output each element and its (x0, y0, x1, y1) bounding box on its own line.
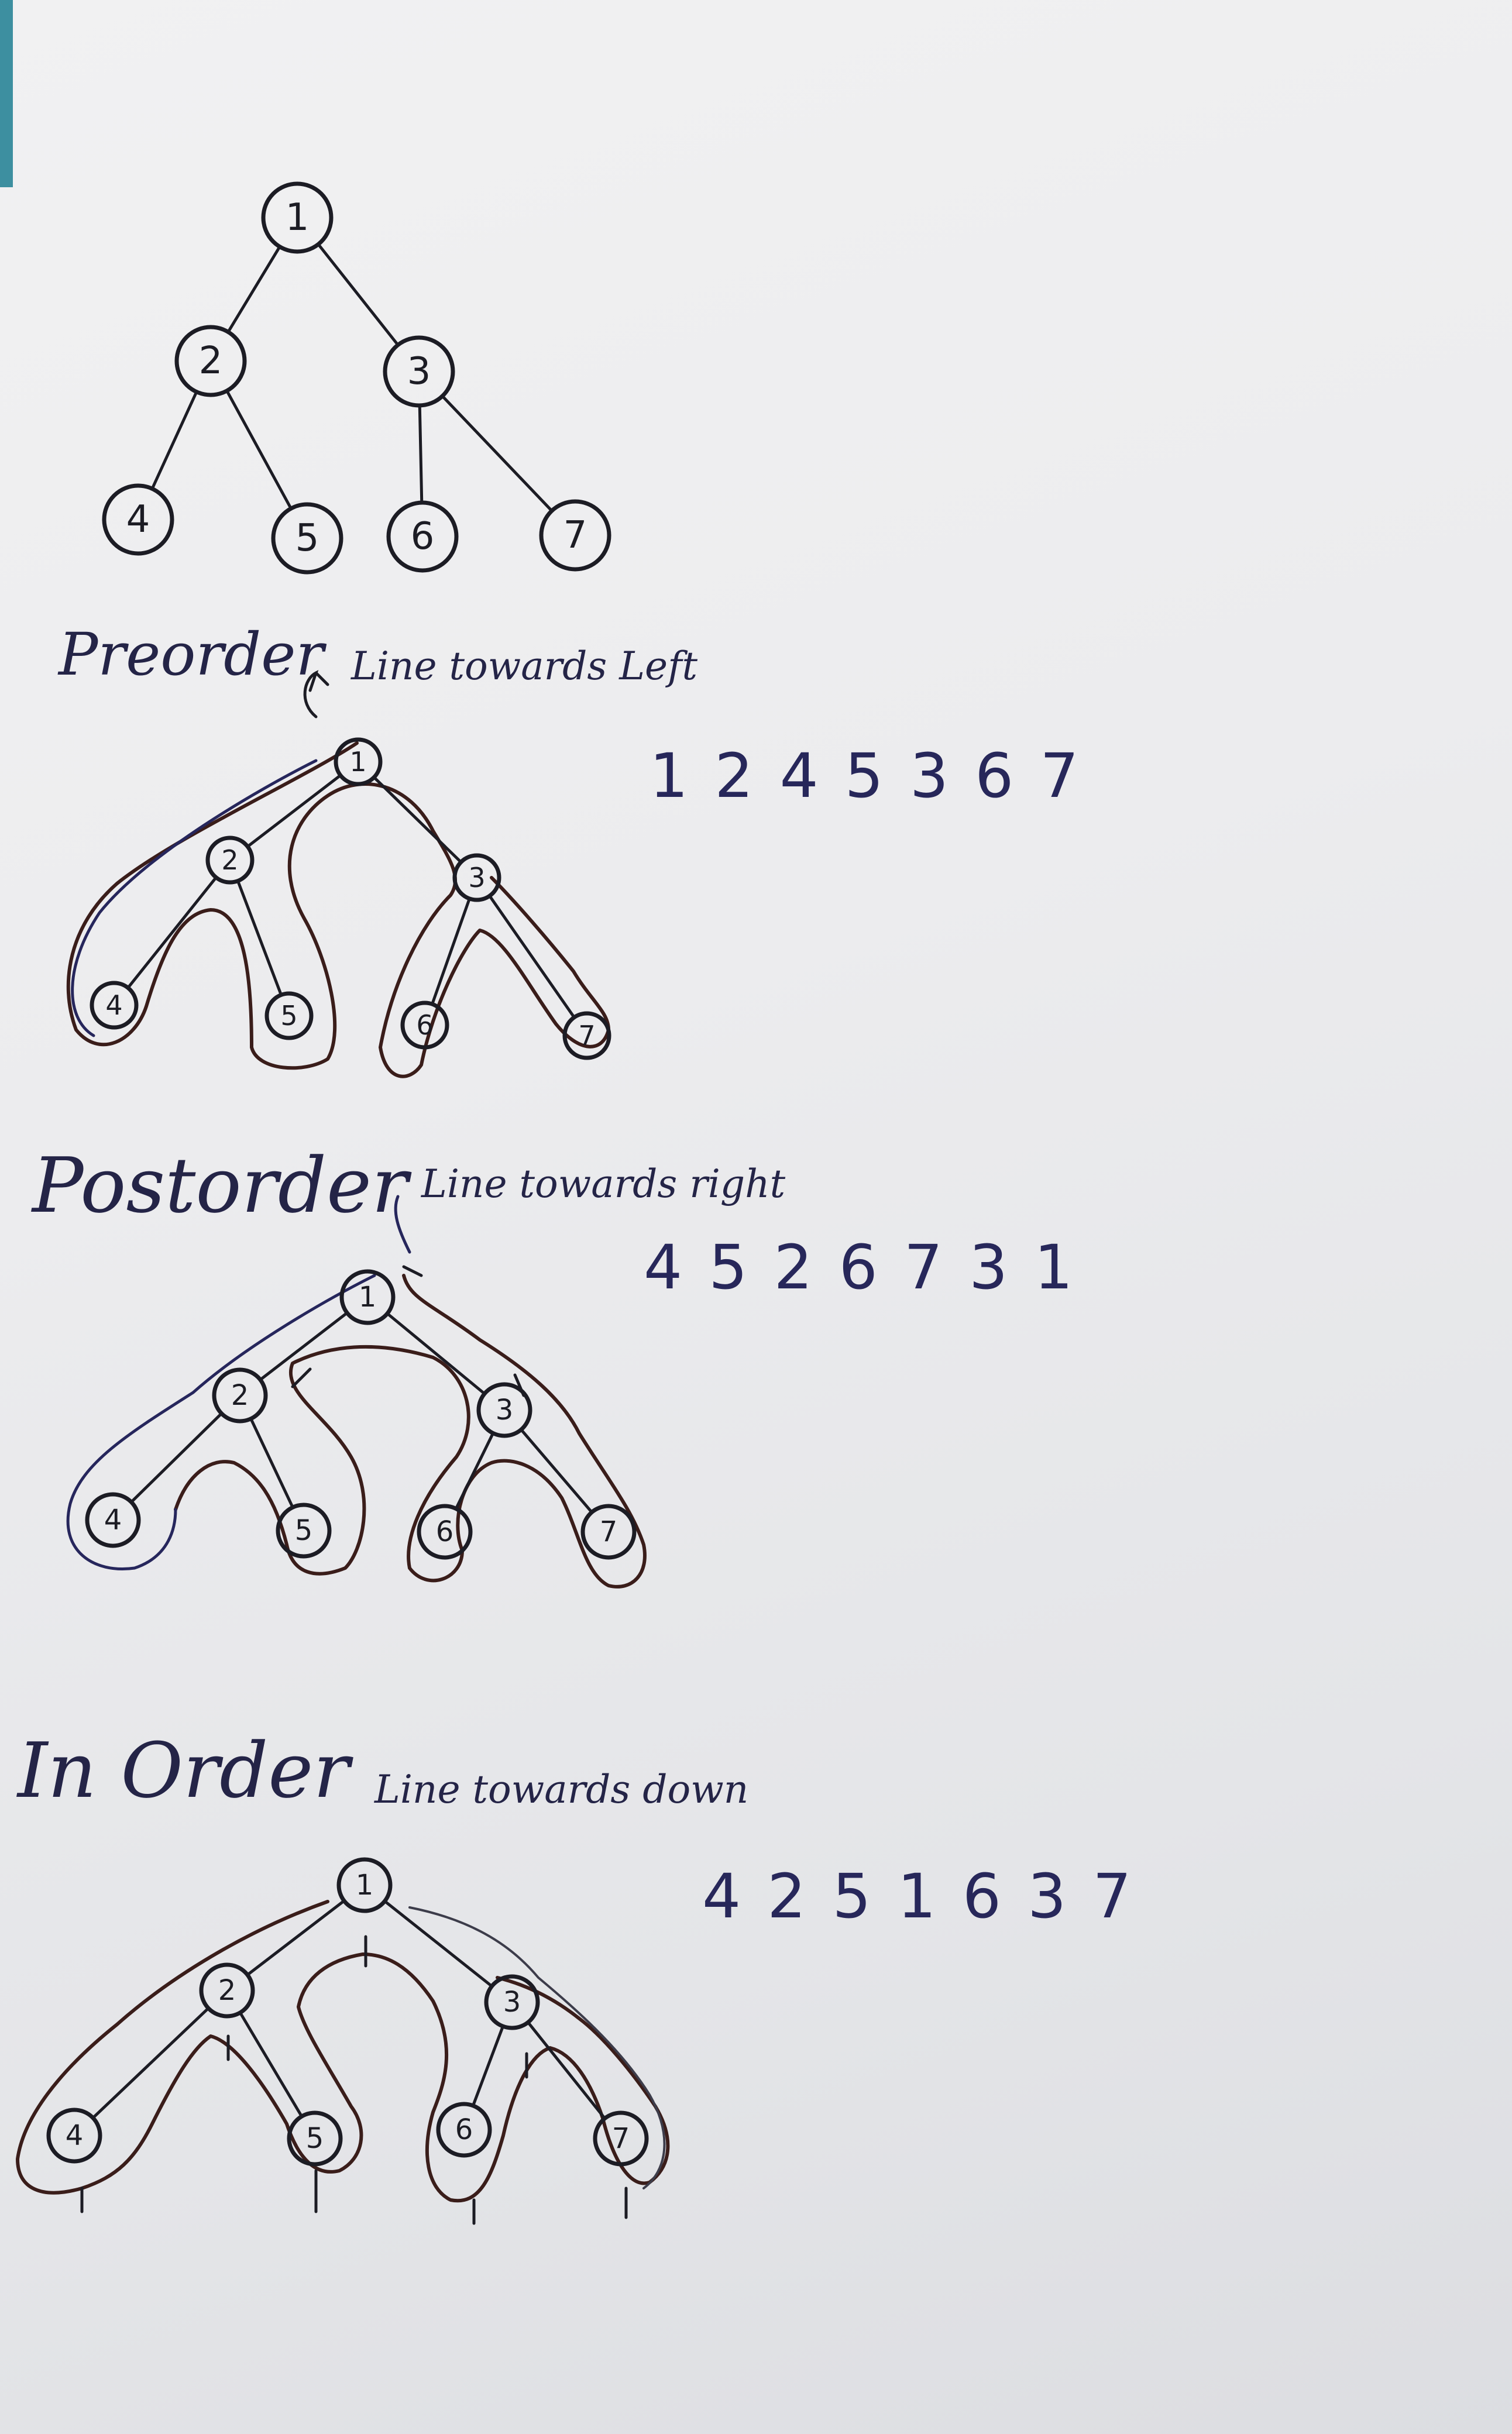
tree-edge-2-5 (225, 389, 293, 510)
tree-edge-2-5 (249, 1417, 294, 1509)
tree-edge-2-4 (129, 1412, 224, 1504)
tree-node-5 (276, 1503, 332, 1559)
tree-node-6 (386, 500, 459, 573)
tree-node-label-6: 6 (411, 515, 435, 558)
tree-node-label-6: 6 (455, 2113, 473, 2146)
tree-node-1 (339, 1269, 396, 1325)
tree-node-4 (90, 981, 139, 1030)
tree-edge-2-5 (236, 879, 283, 996)
tree-edge-1-2 (259, 1311, 349, 1381)
tree-node-2 (199, 1962, 255, 2019)
inorder-sequence: 4 2 5 1 6 3 7 (702, 1861, 1135, 1932)
tree-edge-1-2 (246, 1899, 346, 1976)
tree-edge-3-7 (441, 394, 554, 513)
tree-node-label-4: 4 (105, 989, 122, 1021)
tree-node-label-1: 1 (359, 1281, 377, 1314)
preorder-sequence: 1 2 4 5 3 6 7 (650, 740, 1083, 812)
tree-node-label-5: 5 (306, 2122, 324, 2155)
tree-node-4 (102, 483, 174, 556)
tree-edge-3-6 (418, 404, 424, 504)
preorder-tree: 1 2 3 4 5 6 7 (90, 737, 611, 1060)
tree-node-2 (212, 1367, 268, 1424)
postorder-sequence: 4 5 2 6 7 3 1 (644, 1232, 1077, 1303)
tree-node-7 (580, 1504, 637, 1560)
tree-node-5 (271, 502, 343, 575)
tree-node-label-7: 7 (612, 2122, 630, 2155)
preorder-note: Line towards Left (351, 644, 698, 689)
tree-node-4 (85, 1492, 141, 1548)
tree-node-7 (593, 2110, 649, 2167)
tree-node-3 (484, 1974, 540, 2030)
tree-node-label-1: 1 (349, 746, 366, 778)
tree-edge-3-7 (488, 894, 576, 1019)
tree-node-label-6: 6 (416, 1009, 433, 1041)
tree-node-label-3: 3 (496, 1394, 514, 1426)
inorder-note: Line towards down (374, 1767, 749, 1812)
tree-edge-1-2 (226, 245, 281, 334)
tree-edge-3-7 (520, 1428, 593, 1514)
tree-edge-3-7 (526, 2020, 607, 2120)
tree-edge-3-6 (454, 1432, 495, 1510)
tree-node-7 (539, 499, 611, 572)
tree-node-label-5: 5 (295, 1514, 313, 1547)
tree-node-label-7: 7 (578, 1020, 595, 1051)
postorder-note: Line towards right (421, 1161, 786, 1206)
tree-edge-3-6 (431, 897, 471, 1006)
postorder-trace (66, 1195, 647, 1589)
postorder-heading: Postorder (32, 1141, 408, 1230)
tree-node-label-5: 5 (280, 1000, 297, 1032)
tree-node-1 (334, 737, 383, 786)
tree-node-label-1: 1 (356, 1869, 374, 1902)
postorder-tree: 1 2 3 4 5 6 7 (85, 1269, 637, 1560)
tree-edge-1-2 (246, 773, 342, 848)
tree-node-label-4: 4 (104, 1504, 122, 1536)
inorder-trace (16, 1900, 670, 2225)
tree-edge-2-4 (150, 390, 198, 490)
tree-edge-3-6 (471, 2024, 505, 2108)
tree-node-2 (205, 836, 255, 885)
tree-edge-1-3 (386, 1312, 486, 1395)
tree-node-1 (261, 181, 334, 254)
tree-node-2 (174, 325, 247, 397)
tree-edge-1-3 (383, 1899, 494, 1988)
tree-node-label-4: 4 (66, 2119, 84, 2152)
inorder-tree: 1 2 3 4 5 6 7 (46, 1857, 649, 2167)
tree-node-3 (476, 1382, 532, 1438)
tree-node-3 (383, 335, 455, 408)
tree-node-label-3: 3 (468, 862, 485, 893)
tree-node-label-5: 5 (295, 517, 319, 560)
tree-edge-2-5 (238, 2011, 304, 2118)
tree-node-label-2: 2 (231, 1379, 249, 1412)
tree-tree: 1 2 3 4 5 6 7 (102, 181, 611, 575)
tree-node-label-7: 7 (600, 1515, 618, 1548)
tree-node-label-3: 3 (407, 350, 431, 393)
tree-node-5 (264, 991, 314, 1040)
tree-node-1 (336, 1857, 393, 1913)
inorder-heading: In Order (18, 1726, 350, 1815)
tree-node-label-2: 2 (218, 1974, 236, 2007)
preorder-heading: Preorder (59, 620, 324, 689)
tree-node-3 (452, 853, 501, 902)
tree-node-label-2: 2 (199, 339, 223, 383)
page-edge (0, 0, 13, 187)
tree-edge-2-4 (91, 2006, 210, 2120)
tree-node-label-3: 3 (503, 1986, 521, 2019)
tree-node-label-2: 2 (221, 844, 238, 876)
tree-edge-1-3 (372, 776, 463, 864)
tree-node-7 (562, 1011, 611, 1060)
tree-node-5 (287, 2110, 343, 2167)
tree-node-6 (417, 1504, 473, 1560)
tree-node-label-6: 6 (436, 1515, 454, 1548)
tree-node-4 (46, 2108, 102, 2164)
tree-edge-2-4 (126, 876, 218, 989)
tree-edge-1-3 (317, 242, 400, 347)
tree-node-label-7: 7 (563, 514, 587, 557)
tree-node-label-1: 1 (286, 196, 310, 239)
tree-node-6 (400, 1001, 449, 1050)
tree-node-label-4: 4 (126, 498, 150, 541)
tree-node-6 (436, 2102, 492, 2158)
preorder-trace (66, 670, 610, 1078)
